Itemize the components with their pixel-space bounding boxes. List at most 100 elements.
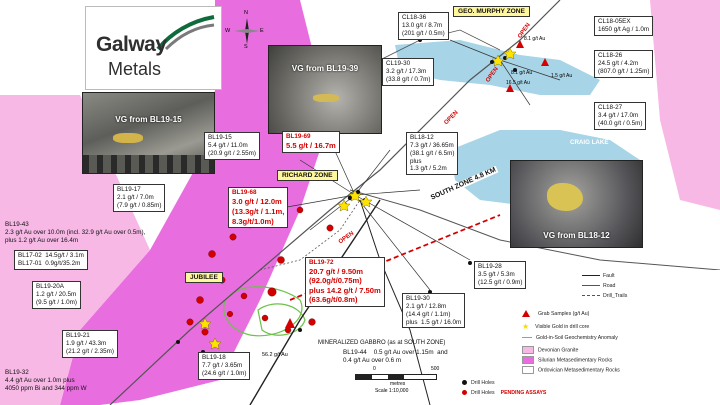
label-bl19-21: BL19-21 1.9 g/t / 43.3m (21.2 g/t / 2.35… — [62, 330, 118, 358]
bl19-20a-l2: 1.2 g/t / 20.5m — [36, 290, 77, 298]
cl18-26-l3: (807.0 g/t / 1.25m) — [598, 67, 650, 75]
label-cl18-26: CL18-26 24.5 g/t / 4.2m (807.0 g/t / 1.2… — [594, 50, 654, 78]
logo-word-metals: Metals — [108, 59, 162, 79]
label-bl19-15: BL19-15 5.4 g/t / 11.0m (20.9 g/t / 2.55… — [204, 132, 260, 160]
bl19-68-id: BL19-68 — [232, 189, 257, 196]
bl19-32-l2: 4.4 g/t Au over 1.0m plus — [5, 376, 75, 384]
bl18-12-id: BL18-12 — [410, 134, 434, 141]
cl18-27-l3: (40.0 g/t / 0.5m) — [598, 119, 643, 127]
cl18-26-id: CL18-26 — [598, 52, 623, 59]
label-bl19-20a: BL19-20A 1.2 g/t / 20.5m (9.5 g/t / 1.0m… — [32, 281, 81, 309]
bl19-28-l2: 3.5 g/t / 5.3m — [478, 270, 515, 278]
bl19-30-l4: plus 1.5 g/t / 16.0m — [406, 318, 462, 326]
label-cl18-36: CL18-36 13.0 g/t / 8.7m (201 g/t / 0.5m) — [398, 12, 449, 40]
compass-icon — [234, 18, 260, 44]
bl19-72-id: BL19-72 — [309, 259, 334, 266]
scale-bar: 0 500 metres Scale 1:10,000 — [355, 364, 445, 394]
label-bl19-28: BL19-28 3.5 g/t / 5.3m (12.5 g/t / 0.9m) — [474, 261, 527, 289]
bl19-72-l3: (92.0g/t/0.75m) — [309, 276, 362, 286]
bl19-43-id: BL19-43 — [5, 221, 29, 228]
cl18-36-id: CL18-36 — [402, 14, 427, 21]
bl19-20a-l3: (9.5 g/t / 1.0m) — [36, 298, 77, 306]
cl18-27-l2: 3.4 g/t / 17.0m — [598, 111, 639, 119]
bl19-20a-id: BL19-20A — [36, 283, 65, 290]
compass-rose: N S E W — [225, 10, 264, 50]
cl19-30-id: CL19-30 — [386, 60, 411, 67]
bl19-18-id: BL19-18 — [202, 354, 226, 361]
legend-ordovician: Ordovician Metasedimentary Rocks — [538, 367, 620, 374]
bl19-68-l4: 8.3g/t/1.0m) — [232, 216, 274, 226]
label-gabbro: MINERALIZED GABBRO (as at SOUTH ZONE) — [318, 340, 446, 346]
bl19-32-l3: 4050 ppm Bi and 344 ppm W — [5, 384, 87, 392]
bl19-15-l3: (20.9 g/t / 2.55m) — [208, 149, 256, 157]
bl19-28-id: BL19-28 — [478, 263, 502, 270]
grab-value-3: 16.5 g/t Au — [506, 80, 530, 86]
bl19-30-l2: 2.1 g/t / 12.8m — [406, 302, 447, 310]
photo-vg-bl19-39: VG from BL19-39 — [268, 45, 382, 134]
bl19-68-l2: 3.0 g/t / 12.0m — [232, 196, 282, 206]
zone-jubilee: JUBILEE — [185, 272, 223, 283]
soil-anomaly-1 — [223, 286, 303, 337]
bl19-44-l2: 0.4 g/t Au over 0.6 m — [343, 356, 402, 364]
legend-star-icon: ★ — [522, 322, 530, 331]
scale-500: 500 — [431, 366, 440, 372]
bl19-43-l3: plus 1.2 g/t Au over 16.4m — [5, 236, 79, 244]
soil-anomaly-2 — [257, 303, 306, 336]
legend-visible-gold: Visible Gold in drill core — [535, 323, 590, 330]
label-bl19-30: BL19-30 2.1 g/t / 12.8m (14.4 g/t / 1.1m… — [402, 293, 466, 329]
legend-soil: Gold-in-Soil Geochemistry Anomaly — [536, 335, 618, 341]
bl18-12-l2: 7.3 g/t / 36.65m — [410, 141, 454, 149]
galway-swoosh-icon — [156, 15, 215, 51]
bl19-17-id: BL19-17 — [117, 186, 141, 193]
bl19-18-l3: (24.6 g/t / 1.0m) — [202, 369, 247, 377]
label-bl19-44: BL19-44 0.5 g/t Au over 1.15m and 0.4 g/… — [340, 348, 451, 366]
legend-drill-holes-pending: Drill Holes — [471, 390, 495, 396]
label-bl18-12: BL18-12 7.3 g/t / 36.65m (38.1 g/t / 6.5… — [406, 132, 459, 176]
label-bl19-17: BL19-17 2.1 g/t / 7.0m (7.9 g/t / 0.85m) — [113, 184, 166, 212]
bl19-68-l3: (13.3g/t / 1.1m, — [232, 206, 285, 216]
photo-title-bl19-15: VG from BL19-15 — [115, 115, 182, 124]
bl19-30-l3: (14.4 g/t / 1.1m) — [406, 310, 451, 318]
legend-fault: Fault — [603, 273, 615, 279]
devonian-granite-east — [650, 0, 720, 210]
grab-value-2: 1.5 g/t Au — [551, 73, 573, 79]
scale-zero: 0 — [373, 366, 376, 372]
legend-drill-holes: Drill Holes — [471, 380, 495, 386]
bl19-28-l3: (12.5 g/t / 0.9m) — [478, 278, 523, 286]
legend-silurian-swatch — [522, 356, 534, 364]
craig-lake-label: CRAIG LAKE — [570, 139, 609, 146]
bl19-69-l2: 5.5 g/t / 16.7m — [286, 140, 336, 150]
company-logo: Galway Metals — [85, 6, 222, 90]
photo-vg-bl19-15: VG from BL19-15 — [82, 92, 215, 174]
legend-drill-black-icon — [462, 380, 467, 386]
label-bl19-32: BL19-32 4.4 g/t Au over 1.0m plus 4050 p… — [2, 368, 90, 394]
legend-devonian-swatch — [522, 346, 534, 354]
bl19-72-l2: 20.7 g/t / 9.50m — [309, 266, 364, 276]
cl18-05ex-l2: 1650 g/t Ag / 1.0m — [598, 25, 650, 33]
zone-geo-murphy: GEO. MURPHY ZONE — [453, 6, 530, 17]
compass-s: S — [244, 44, 248, 50]
label-cl18-05ex: CL18-05EX 1650 g/t Ag / 1.0m — [594, 16, 654, 36]
cl18-26-l2: 24.5 g/t / 4.2m — [598, 59, 639, 67]
grab-value-4: 8.1 g/t Au — [511, 70, 533, 76]
bl19-21-l2: 1.9 g/t / 43.3m — [66, 339, 107, 347]
label-bl17-02: BL17-02 14.5g/t / 3.1m BL17-01 0.9g/t/35… — [14, 250, 88, 270]
legend-drill-trails: Drill_Trails — [603, 293, 628, 299]
scale-ratio: Scale 1:10,000 — [375, 388, 409, 394]
bl19-17-l2: 2.1 g/t / 7.0m — [117, 193, 154, 201]
photo-title-bl18-12: VG from BL18-12 — [543, 231, 610, 240]
label-cl19-30: CL19-30 3.2 g/t / 17.3m (33.8 g/t / 0.7m… — [382, 58, 435, 86]
drill-trail-1 — [259, 199, 361, 271]
zone-richard: RICHARD ZONE — [277, 170, 338, 181]
bl17-02-l1: BL17-02 14.5g/t / 3.1m — [18, 252, 84, 259]
label-bl19-43: BL19-43 2.3 g/t Au over 10.0m (incl. 32.… — [2, 220, 148, 246]
cl18-05ex-id: CL18-05EX — [598, 18, 631, 25]
cl19-30-l2: 3.2 g/t / 17.3m — [386, 67, 427, 75]
cl18-36-l2: 13.0 g/t / 8.7m — [402, 21, 443, 29]
fault-2 — [359, 199, 431, 405]
logo-word-galway: Galway — [96, 33, 167, 56]
label-bl19-68: BL19-68 3.0 g/t / 12.0m (13.3g/t / 1.1m,… — [228, 187, 289, 229]
bl17-01-l2: BL17-01 0.9g/t/35.2m — [18, 259, 81, 267]
